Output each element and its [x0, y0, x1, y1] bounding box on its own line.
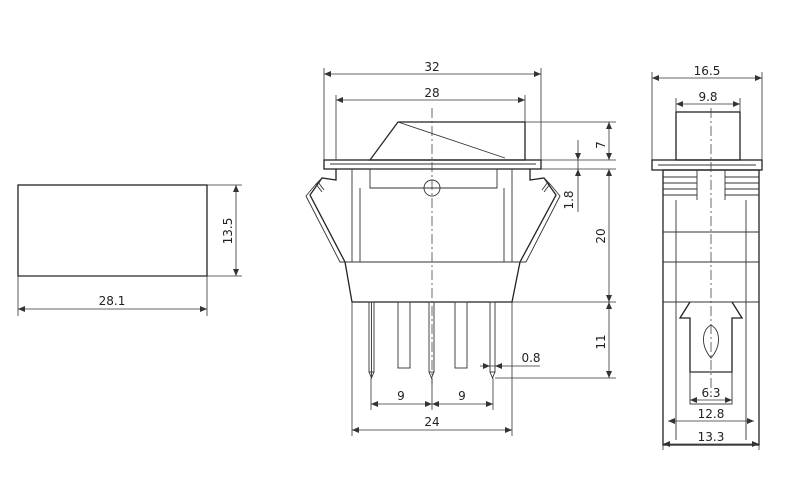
dim-label-0-8: 0.8: [521, 351, 540, 365]
side-rocker: [675, 111, 741, 161]
side-dim-label-9-8: 9.8: [698, 90, 717, 104]
terminal-hole: [703, 324, 719, 359]
dim-label-24: 24: [424, 415, 439, 429]
dim-label-7: 7: [594, 141, 608, 149]
terminal-tab: [689, 371, 733, 405]
front-view: 32 28 7 1.8 20 11: [305, 60, 616, 436]
pin-middle: [428, 301, 435, 373]
panel-cutout-view: 13.5 28.1: [17, 184, 242, 316]
side-dim-label-16-5: 16.5: [694, 64, 721, 78]
cutout-width-label: 28.1: [99, 294, 126, 308]
side-view: 16.5 9.8 6.3 12.8 13.3: [651, 64, 763, 450]
pin-right: [489, 301, 496, 373]
front-window: [369, 168, 498, 189]
dim-label-11: 11: [594, 334, 608, 349]
separator-left: [397, 301, 411, 369]
dim-label-32: 32: [424, 60, 439, 74]
side-dim-label-12-8: 12.8: [698, 407, 725, 421]
cutout-rectangle: [17, 184, 208, 277]
dim-label-1-8: 1.8: [562, 190, 576, 209]
separator-right: [454, 301, 468, 369]
side-ribs: [663, 170, 759, 200]
side-dim-label-13-3: 13.3: [698, 430, 725, 444]
dim-label-20: 20: [594, 228, 608, 243]
front-flange: [323, 159, 542, 170]
dim-label-28: 28: [424, 86, 439, 100]
dim-label-9-right: 9: [458, 389, 466, 403]
front-housing: [309, 169, 557, 303]
front-pins: [368, 301, 496, 380]
dim-label-9-left: 9: [397, 389, 405, 403]
cutout-height-label: 13.5: [221, 218, 235, 245]
side-dim-label-6-3: 6.3: [701, 386, 720, 400]
